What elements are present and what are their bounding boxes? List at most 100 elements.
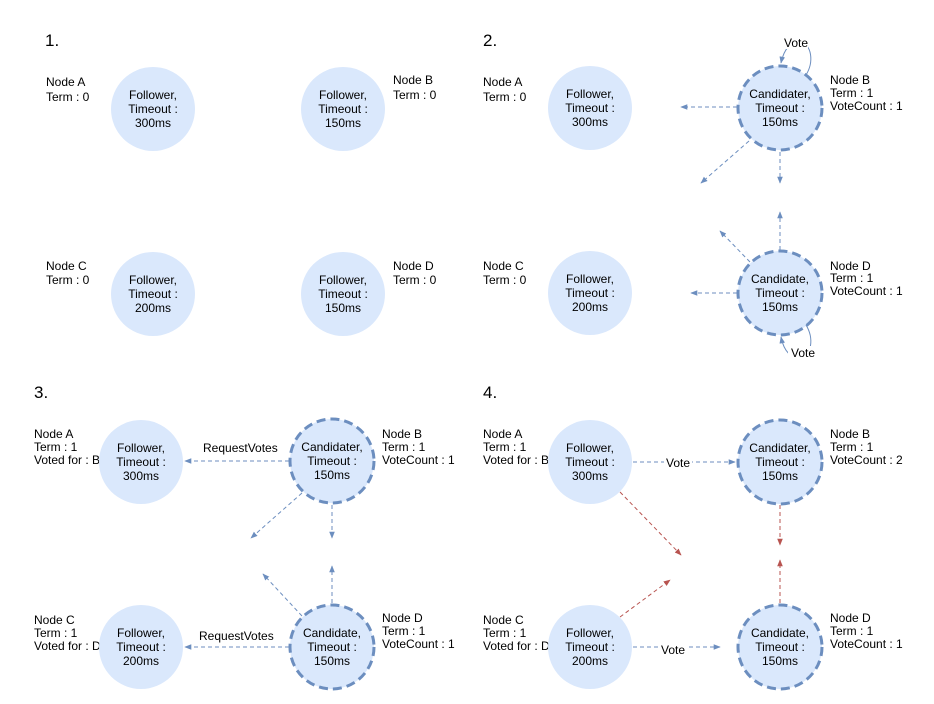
node-a-term: Term : 1	[34, 440, 78, 454]
node-d-timeout: Timeout :	[318, 287, 368, 301]
panel-1-node-b: Node B Term : 0 Follower, Timeout : 150m…	[301, 67, 437, 151]
node-d-name: Node D	[830, 611, 871, 625]
panel-1-node-c: Node C Term : 0 Follower, Timeout : 200m…	[46, 252, 195, 336]
panel-4-node-a: Node A Term : 1 Voted for : B Follower, …	[483, 420, 632, 504]
node-a-ms: 300ms	[572, 469, 608, 483]
node-b-name: Node B	[393, 73, 433, 87]
panel-3-node-c: Node C Term : 1 Voted for : D Follower, …	[34, 605, 183, 689]
node-c-circle	[548, 251, 632, 335]
node-c-state: Follower,	[566, 626, 614, 640]
vote-label-bg	[659, 643, 687, 656]
node-c-voted-for: Voted for : D	[483, 639, 550, 653]
node-b-circle	[301, 67, 385, 151]
node-d-votecount: VoteCount : 1	[382, 637, 455, 651]
node-a-state: Follower,	[129, 88, 177, 102]
requestvotes-label-bg	[200, 441, 278, 454]
node-d-ms: 150ms	[762, 300, 798, 314]
node-b-ms: 150ms	[762, 115, 798, 129]
node-c-state: Follower,	[117, 626, 165, 640]
panel-2-node-b: Node B Term : 1 VoteCount : 1 Candidater…	[736, 64, 903, 152]
node-a-timeout: Timeout :	[116, 455, 166, 469]
node-d-ms: 150ms	[325, 301, 361, 315]
node-c-name: Node C	[46, 259, 87, 273]
node-c-ms: 200ms	[572, 300, 608, 314]
node-d-ms: 150ms	[762, 654, 798, 668]
node-d-circle	[736, 603, 824, 691]
node-a-ms: 300ms	[135, 116, 171, 130]
node-b-self-vote-label: Vote	[784, 36, 808, 50]
b-to-c-request-arrow	[250, 492, 303, 539]
b-to-c-request-arrow	[700, 140, 750, 184]
node-a-term: Term : 0	[483, 90, 527, 104]
node-d-state: Candidate,	[751, 626, 809, 640]
node-b-circle	[288, 417, 376, 505]
node-d-votecount: VoteCount : 1	[830, 637, 903, 651]
panel-3-node-d: Node D Term : 1 VoteCount : 1 Candidate,…	[288, 603, 455, 691]
node-d-ms: 150ms	[314, 654, 350, 668]
node-d-circle	[288, 603, 376, 691]
node-b-timeout: Timeout :	[307, 454, 357, 468]
node-b-name: Node B	[830, 73, 870, 87]
node-b-state: Candidater,	[749, 441, 810, 455]
vote-label-bg	[664, 456, 692, 469]
node-c-circle	[548, 605, 632, 689]
node-c-name: Node C	[483, 613, 524, 627]
node-d-timeout: Timeout :	[755, 640, 805, 654]
vote-label-bg	[788, 346, 816, 359]
panel-1-label: 1.	[45, 31, 59, 50]
node-b-votecount: VoteCount : 1	[830, 99, 903, 113]
node-a-timeout: Timeout :	[565, 101, 615, 115]
node-d-state: Candidate,	[751, 272, 809, 286]
node-a-state: Follower,	[566, 441, 614, 455]
node-a-circle	[111, 67, 195, 151]
panel-4-label: 4.	[483, 383, 497, 402]
node-a-ms: 300ms	[123, 469, 159, 483]
node-d-circle	[736, 249, 824, 337]
node-b-term: Term : 1	[830, 440, 874, 454]
a-to-b-vote-label: Vote	[666, 456, 690, 470]
node-d-name: Node D	[382, 611, 423, 625]
panel-4-node-d: Node D Term : 1 VoteCount : 1 Candidate,…	[736, 603, 903, 691]
node-b-timeout: Timeout :	[318, 102, 368, 116]
node-b-ms: 150ms	[762, 469, 798, 483]
node-d-name: Node D	[830, 259, 871, 273]
node-c-circle	[111, 252, 195, 336]
panel-3-node-a: Node A Term : 1 Voted for : B Follower, …	[34, 420, 183, 504]
panel-2: 2. Node A Term : 0 Follower, Timeout : 3…	[483, 31, 903, 360]
c-red-arrow	[619, 579, 671, 618]
d-to-a-request-arrow	[719, 230, 751, 263]
panel-2-node-c: Node C Term : 0 Follower, Timeout : 200m…	[483, 251, 632, 335]
node-b-votecount: VoteCount : 1	[382, 453, 455, 467]
node-c-name: Node C	[483, 259, 524, 273]
node-a-ms: 300ms	[572, 115, 608, 129]
node-b-ms: 150ms	[314, 468, 350, 482]
node-d-term: Term : 1	[830, 271, 874, 285]
node-c-term: Term : 0	[46, 273, 90, 287]
node-b-state: Candidater,	[301, 440, 362, 454]
node-c-state: Follower,	[129, 273, 177, 287]
vote-label-bg	[782, 36, 808, 49]
panel-4-node-c: Node C Term : 1 Voted for : D Follower, …	[483, 605, 632, 689]
node-c-timeout: Timeout :	[128, 287, 178, 301]
node-b-term: Term : 1	[382, 440, 426, 454]
node-a-term: Term : 1	[483, 440, 527, 454]
panel-4: 4. Node A Term : 1 Voted for : B Followe…	[483, 383, 903, 691]
node-c-timeout: Timeout :	[565, 640, 615, 654]
node-c-ms: 200ms	[135, 301, 171, 315]
node-d-term: Term : 1	[382, 624, 426, 638]
node-c-state: Follower,	[566, 272, 614, 286]
panel-2-label: 2.	[483, 31, 497, 50]
panel-1-node-a: Node A Term : 0 Follower, Timeout : 300m…	[46, 67, 195, 151]
node-a-state: Follower,	[566, 87, 614, 101]
node-b-circle	[736, 64, 824, 152]
node-c-ms: 200ms	[572, 654, 608, 668]
panel-3: 3. Node A Term : 1 Voted for : B Followe…	[34, 383, 455, 691]
node-c-ms: 200ms	[123, 654, 159, 668]
panel-3-node-b: Node B Term : 1 VoteCount : 1 Candidater…	[288, 417, 455, 505]
node-b-name: Node B	[382, 427, 422, 441]
node-a-name: Node A	[46, 75, 85, 89]
node-c-term: Term : 1	[483, 626, 527, 640]
node-d-state: Candidate,	[303, 626, 361, 640]
d-to-c-requestvotes-label: RequestVotes	[199, 629, 274, 643]
node-a-timeout: Timeout :	[128, 102, 178, 116]
